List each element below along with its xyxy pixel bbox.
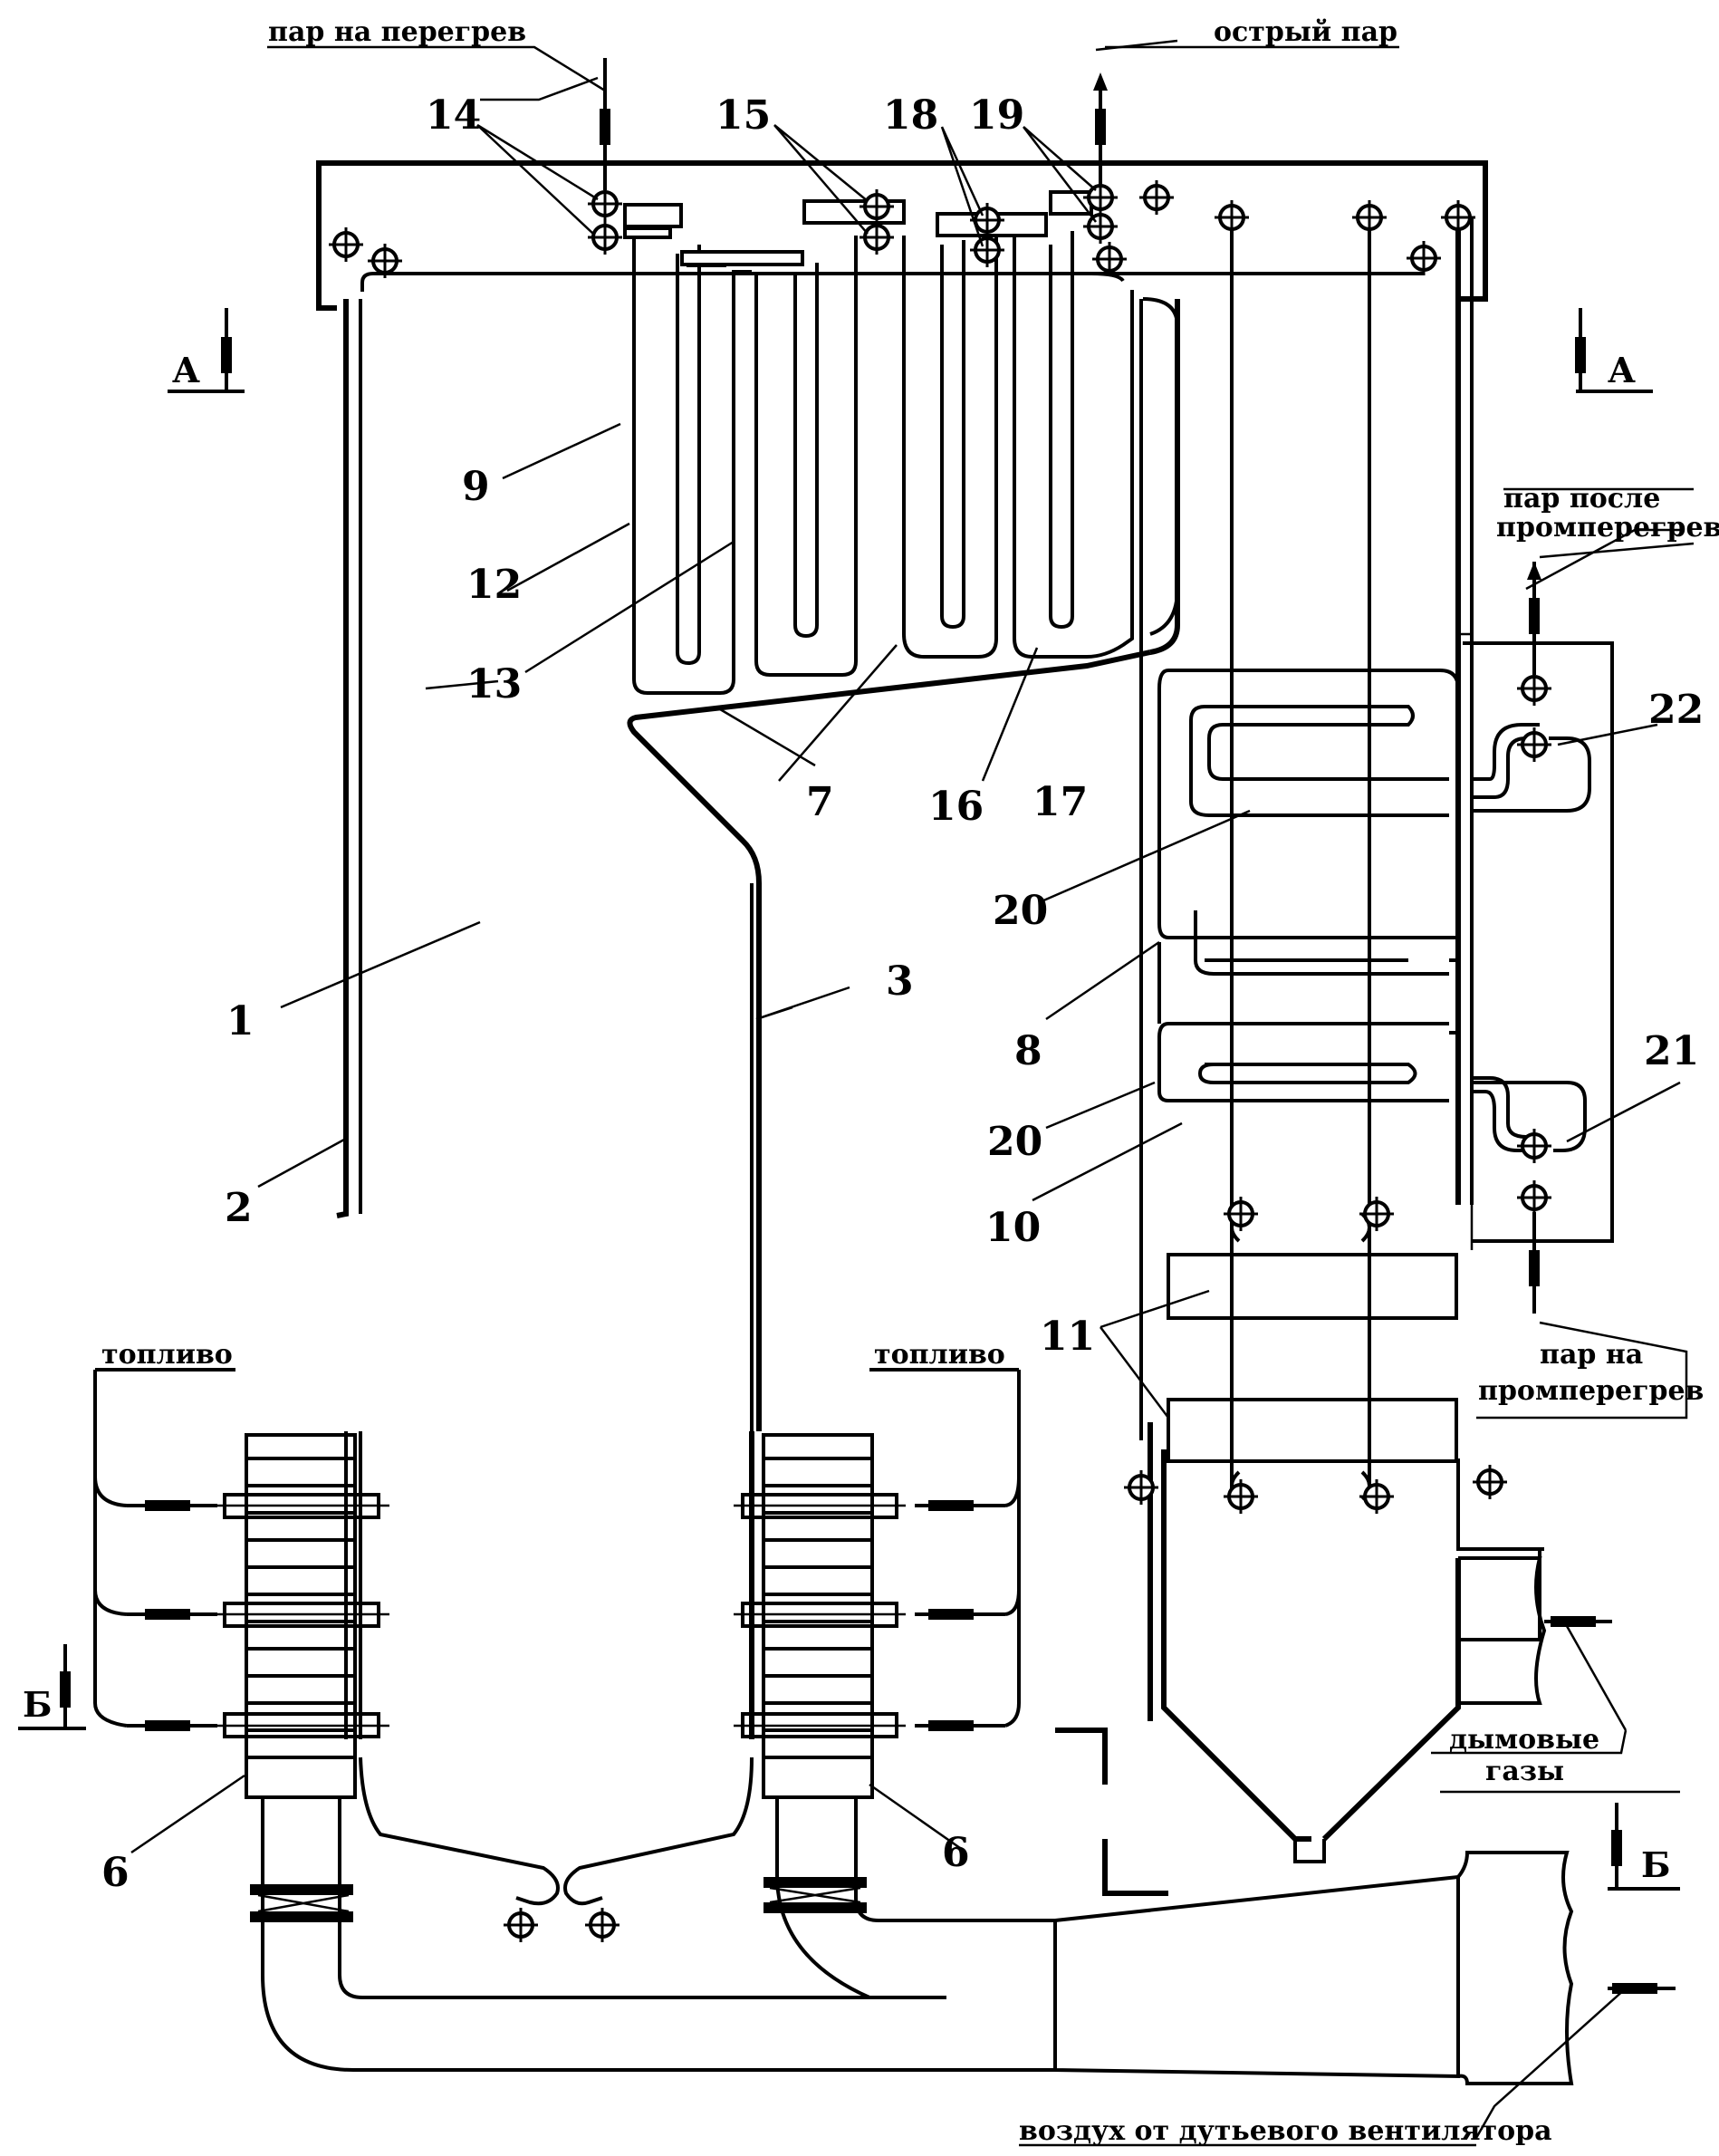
- caption-labels: пар на перегрев острый пар пар после про…: [101, 16, 1719, 2147]
- label-steam-to-reheat-2: промперегрев: [1478, 1375, 1704, 1407]
- right-burner-block: [734, 1433, 906, 1799]
- label-flue-gases-2: газы: [1485, 1756, 1564, 1787]
- label-steam-to-superheat: пар на перегрев: [268, 16, 526, 48]
- callout-13: 13: [466, 661, 522, 707]
- callout-19: 19: [969, 92, 1024, 139]
- section-labels: А А Б Б: [23, 350, 1670, 1885]
- callout-20b: 20: [987, 1119, 1042, 1165]
- pipe-arrows: [600, 58, 1541, 1314]
- roof-header: [316, 160, 1488, 311]
- left-burner-block: [208, 1433, 389, 1799]
- callout-18: 18: [883, 92, 938, 139]
- label-fuel-right: топливо: [874, 1339, 1005, 1371]
- leader-lines: [130, 39, 1695, 2147]
- callout-3: 3: [886, 958, 914, 1005]
- label-steam-to-reheat-1: пар на: [1540, 1339, 1643, 1371]
- callout-9: 9: [462, 464, 490, 510]
- callout-7: 7: [806, 779, 834, 825]
- callout-21: 21: [1644, 1028, 1699, 1074]
- convective-shaft: [1139, 208, 1614, 1863]
- section-corner-bottom: [1102, 1839, 1168, 1896]
- callout-8: 8: [1014, 1028, 1042, 1074]
- callout-6b: 6: [942, 1830, 970, 1876]
- callout-11: 11: [1040, 1314, 1095, 1360]
- section-corner-top: [1055, 1728, 1108, 1785]
- label-live-steam: острый пар: [1214, 16, 1397, 48]
- section-marks: [18, 308, 1680, 1891]
- furnace: [336, 299, 1180, 1906]
- label-steam-after-reheat-1: пар после: [1503, 483, 1660, 515]
- air-ducts: [250, 1798, 1574, 2085]
- section-b-right: Б: [1641, 1844, 1670, 1885]
- callout-12: 12: [466, 562, 522, 608]
- callout-22: 22: [1648, 687, 1704, 733]
- fuel-inlets: [93, 1368, 1021, 1731]
- callout-15: 15: [715, 92, 771, 139]
- callout-numbers: 1 2 3 6 6 7 8 9 10 11 12 13 14 15 16 17 …: [101, 92, 1704, 1896]
- section-b-left: Б: [23, 1684, 52, 1725]
- screen-superheaters: [623, 190, 1179, 695]
- label-flue-gases-1: дымовые: [1449, 1724, 1599, 1756]
- label-steam-after-reheat-2: промперегрева: [1496, 512, 1719, 544]
- callout-17: 17: [1032, 779, 1088, 825]
- section-a-right: А: [1608, 350, 1636, 390]
- callout-6a: 6: [101, 1850, 130, 1896]
- callout-2: 2: [225, 1185, 253, 1231]
- label-air-from-fan: воздух от дутьевого вентилятора: [1019, 2115, 1552, 2147]
- callout-14: 14: [426, 92, 481, 139]
- callout-20a: 20: [993, 888, 1048, 934]
- label-fuel-left: топливо: [101, 1339, 233, 1371]
- callout-16: 16: [928, 784, 984, 830]
- callout-1b: 1: [226, 998, 254, 1044]
- callout-10: 10: [985, 1205, 1041, 1251]
- section-a-left: А: [172, 350, 200, 390]
- flue-gas-outlet: [1458, 1556, 1547, 1705]
